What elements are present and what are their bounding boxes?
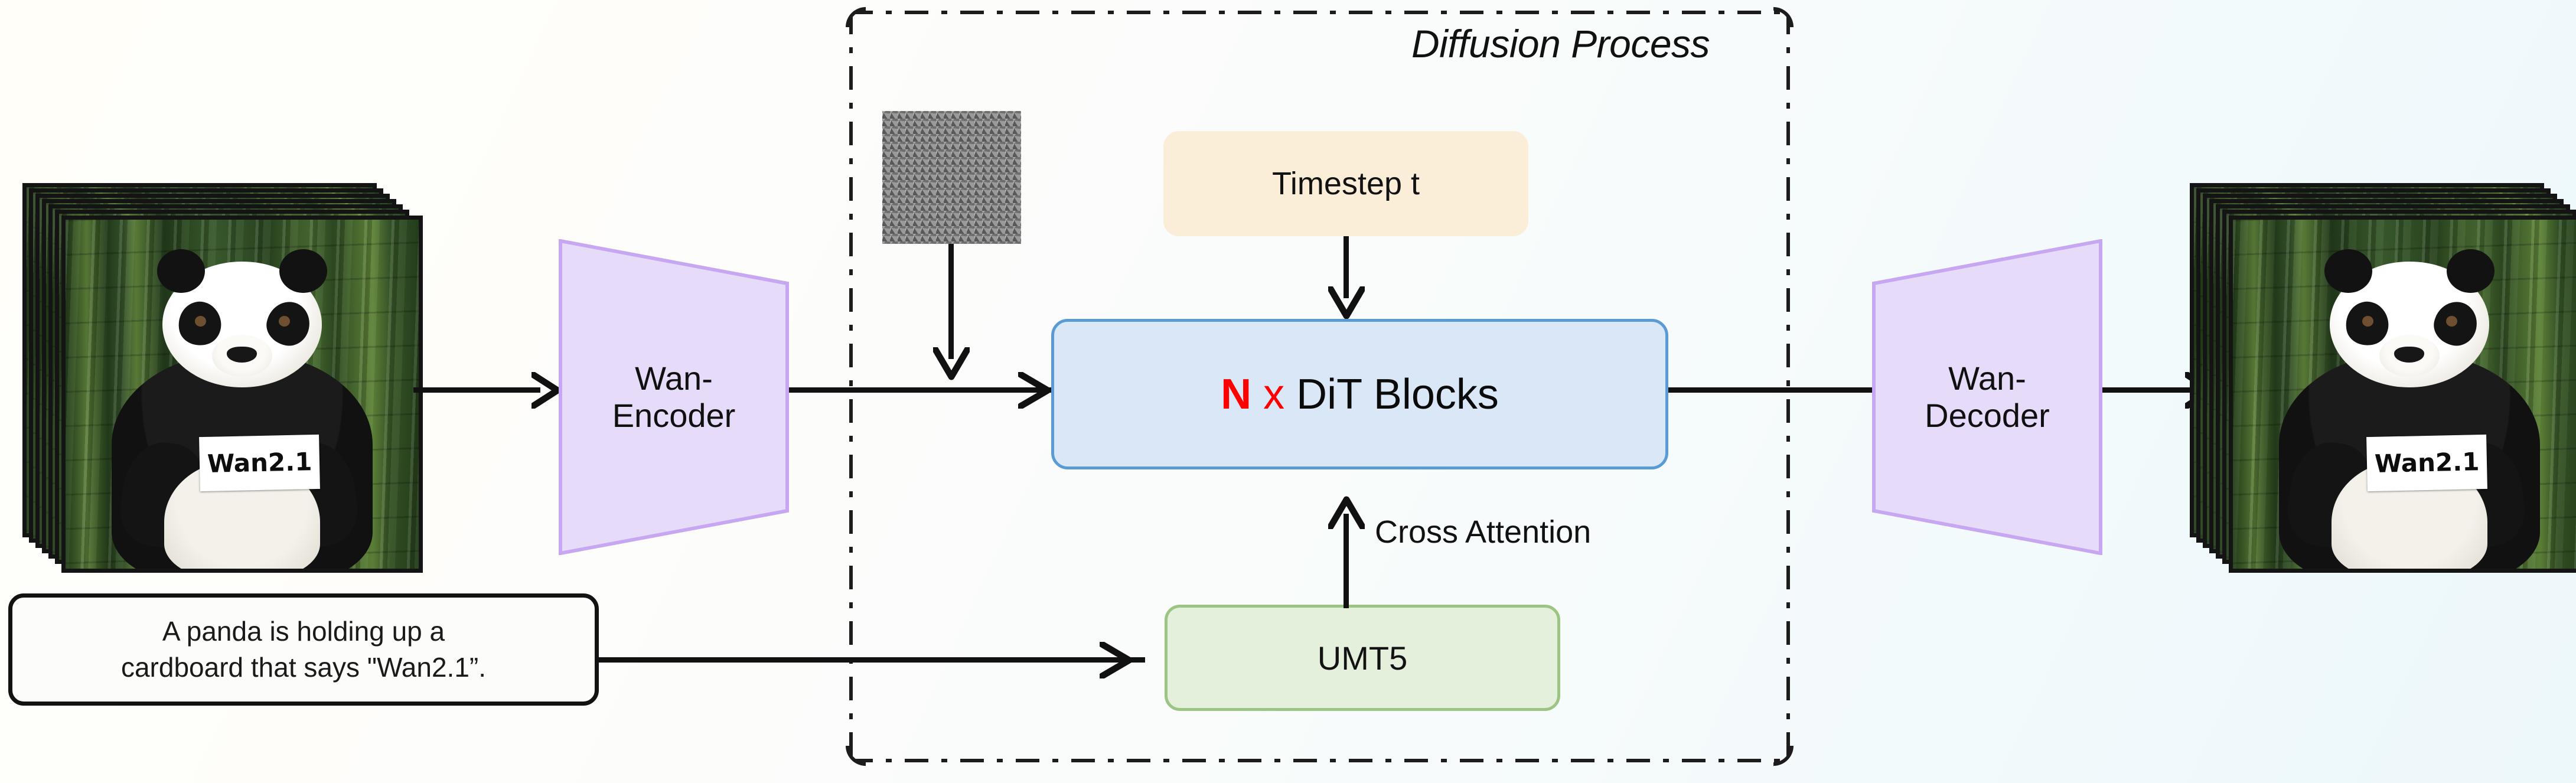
prompt-line-1: A panda is holding up a — [162, 616, 445, 647]
arrow-noise-to-dit-line — [948, 244, 954, 359]
gaussian-noise-patch — [882, 111, 1021, 244]
cross-attention-label: Cross Attention — [1375, 514, 1592, 550]
input-video-stack: Wan2.1 — [11, 183, 424, 573]
input-frame-front: Wan2.1 — [61, 216, 423, 573]
arrow-dit-to-decoder-line — [1668, 387, 1952, 393]
arrow-input-to-encoder-line — [413, 387, 540, 393]
timestep-label: Timestep t — [1271, 166, 1420, 201]
input-sign: Wan2.1 — [199, 435, 321, 492]
wan-encoder-block[interactable]: Wan- Encoder — [559, 239, 789, 555]
dit-blocks-block[interactable]: N x DiT Blocks — [1051, 319, 1668, 469]
arrow-input-to-encoder-head — [531, 372, 560, 409]
dit-repeat-count: N — [1221, 370, 1252, 418]
umt5-label: UMT5 — [1317, 639, 1408, 677]
umt5-block[interactable]: UMT5 — [1165, 605, 1560, 711]
group-corner-bottom-left — [846, 746, 866, 766]
output-sign-text: Wan2.1 — [2374, 447, 2480, 479]
arrow-encoder-to-dit-line — [789, 387, 1067, 393]
output-sign: Wan2.1 — [2366, 435, 2488, 492]
arrow-umt5-to-dit-line — [1344, 514, 1349, 608]
wan-decoder-block[interactable]: Wan- Decoder — [1872, 239, 2102, 555]
diffusion-process-label: Diffusion Process — [1411, 22, 1710, 66]
arrow-umt5-to-dit-head — [1328, 496, 1365, 529]
dit-blocks-label: DiT Blocks — [1296, 370, 1499, 418]
group-corner-top-left — [846, 7, 866, 27]
group-corner-bottom-right — [1773, 746, 1794, 766]
prompt-line-2: cardboard that says "Wan2.1”. — [120, 652, 487, 683]
output-video-stack: Wan2.1 — [2185, 183, 2576, 573]
arrow-noise-to-dit-head — [933, 347, 970, 380]
arrow-decoder-to-output-line — [2102, 387, 2215, 393]
timestep-block[interactable]: Timestep t — [1163, 131, 1528, 236]
arrow-timestep-to-dit-line — [1344, 236, 1349, 298]
dit-multiply-symbol: x — [1263, 370, 1285, 418]
wan-encoder-label-line1: Wan- — [635, 359, 713, 397]
wan-decoder-label-line1: Wan- — [1948, 359, 2026, 397]
arrow-encoder-to-dit-head — [1018, 372, 1051, 409]
arrow-timestep-to-dit-head — [1328, 286, 1365, 319]
input-sign-text: Wan2.1 — [207, 447, 313, 479]
output-frame-front: Wan2.1 — [2229, 216, 2576, 573]
group-corner-top-right — [1773, 7, 1794, 27]
wan-decoder-label-line2: Decoder — [1925, 396, 2050, 434]
arrow-prompt-to-umt5-line — [599, 657, 1145, 663]
prompt-textbox[interactable]: A panda is holding up a cardboard that s… — [8, 593, 599, 706]
arrow-prompt-to-umt5-head — [1100, 642, 1133, 678]
wan-encoder-label-line2: Encoder — [612, 396, 736, 434]
